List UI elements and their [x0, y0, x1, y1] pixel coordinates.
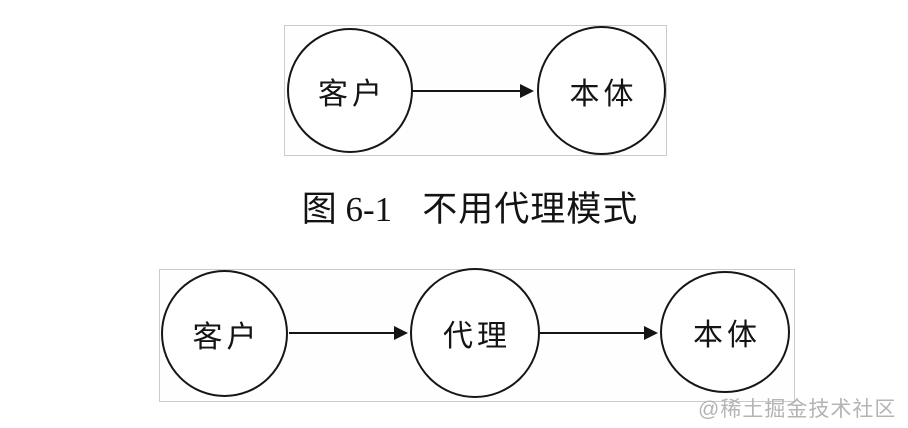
arrow-shaft: [289, 331, 394, 335]
arrow-shaft: [540, 331, 644, 335]
arrowhead-right-icon: [520, 84, 534, 98]
figure-caption-title: 不用代理模式: [422, 190, 639, 229]
node-client-top-label: 客户: [318, 77, 386, 111]
node-client-top: 客户: [287, 28, 413, 153]
watermark-text: @稀土掘金技术社区: [698, 398, 897, 421]
node-subject-bottom-label: 本体: [693, 319, 761, 352]
arrow-client-to-proxy: [289, 326, 408, 340]
node-proxy: 代理: [410, 268, 540, 398]
node-subject-top-label: 本体: [569, 77, 638, 111]
figure-caption-number: 图 6-1: [301, 190, 393, 229]
arrow-shaft: [412, 89, 520, 93]
node-subject-top: 本体: [537, 26, 666, 155]
node-subject-bottom: 本体: [660, 271, 790, 393]
arrowhead-right-icon: [394, 326, 408, 340]
arrow-client-to-subject: [412, 84, 534, 98]
node-proxy-label: 代理: [443, 320, 511, 353]
arrowhead-right-icon: [644, 326, 658, 340]
node-client-bottom-label: 客户: [192, 320, 261, 354]
figure-caption: 图 6-1 不用代理模式: [254, 181, 686, 232]
arrow-proxy-to-subject: [540, 326, 658, 340]
node-client-bottom: 客户: [161, 270, 288, 397]
